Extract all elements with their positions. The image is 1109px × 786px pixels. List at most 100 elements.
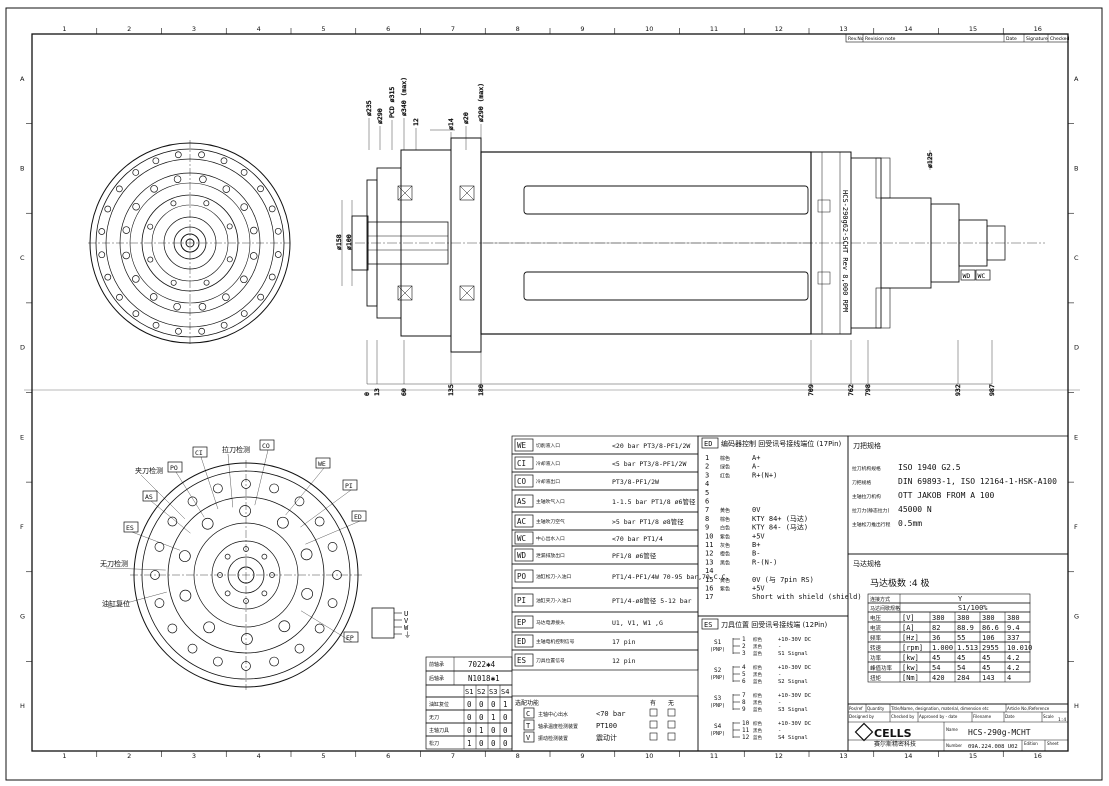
port-label: AS	[145, 493, 153, 501]
connection-desc: 油缸夹刀-入油口	[536, 597, 572, 604]
sensor-value: 0	[503, 739, 508, 748]
connection-spec: <70 bar PT1/4	[612, 535, 663, 543]
column-number: 16	[1034, 25, 1042, 33]
ed-pin-signal: +5V	[752, 532, 765, 540]
terminal-labels: U V W ⏚	[404, 610, 411, 639]
port-hole	[154, 598, 165, 608]
row-letter: A	[1074, 75, 1079, 83]
port-hole	[332, 570, 342, 580]
connection-code-box	[514, 653, 534, 667]
port-leader	[200, 456, 219, 510]
motor-title: 马达规格	[853, 559, 881, 568]
port-hole	[314, 516, 325, 527]
dimension-text: ø20	[462, 112, 470, 124]
bolt-hole	[240, 310, 248, 317]
connection-spec: >5 bar PT1/8 ø8管径	[612, 517, 684, 526]
motor-row	[867, 631, 1031, 643]
bolt-hole	[268, 205, 276, 213]
connection-spec: <20 bar PT3/8-PF1/2W	[612, 442, 690, 450]
port-hole	[243, 598, 249, 604]
option-label: 主轴中心出水	[538, 711, 568, 718]
connection-code-box	[514, 634, 534, 648]
column-number: 3	[192, 25, 196, 33]
bolt-hole	[220, 321, 228, 329]
bolt-hole	[149, 293, 158, 301]
es-pin-number: 4	[742, 664, 746, 671]
port-hole	[269, 656, 279, 667]
dimension-text: PCD ø315	[388, 87, 396, 118]
bolt-hole	[132, 202, 140, 211]
bearing-label: 前轴承	[429, 661, 444, 668]
number-label: Number	[946, 743, 962, 748]
bolt-hole	[104, 205, 112, 213]
motor-row-value: 88.9	[957, 624, 974, 632]
es-pin-color: 蓝色	[753, 706, 762, 713]
ed-pin-number: 15	[705, 576, 713, 584]
ed-pin-signal: A+	[752, 454, 760, 462]
options-col-have: 有	[650, 699, 656, 707]
motor-row-value: 420	[932, 674, 945, 682]
dimension-text: ø100	[345, 234, 353, 250]
motor-row	[867, 671, 1031, 683]
port-hole	[294, 496, 305, 507]
ed-pin-signal: 0V	[752, 506, 761, 514]
drawing-number: 09A.224.008 U02	[968, 744, 1018, 750]
connection-desc: 主轴吹气入口	[536, 498, 565, 505]
ed-pin-number: 5	[705, 489, 709, 497]
es-pin-color: 蓝色	[753, 650, 762, 657]
terminal-u: U	[404, 610, 408, 618]
port-hole	[301, 588, 313, 600]
motor-row-value: 45	[982, 654, 990, 662]
row-letter: E	[20, 433, 24, 441]
column-number: 2	[127, 752, 131, 760]
dimension-text: 12	[412, 118, 420, 126]
ed-pin-signal: KTY 84- (马达)	[752, 523, 808, 532]
bolt-hole	[249, 252, 258, 260]
motor-row-unit: [V]	[902, 614, 915, 622]
column-number: 8	[516, 752, 520, 760]
motor-row-unit: [kw]	[902, 654, 919, 662]
es-pin-signal: +10-30V DC	[778, 693, 811, 699]
row-letter: E	[1074, 433, 1078, 441]
connection-desc: 冷却液入口	[536, 460, 560, 467]
ed-pin-number: 3	[705, 471, 709, 479]
bolt-hole	[203, 279, 210, 286]
port-hole	[187, 496, 198, 507]
port-label: EP	[346, 634, 354, 642]
sensor-row-label: 松刀	[429, 740, 439, 747]
sensor-value: 0	[503, 726, 508, 735]
connection-code-box	[514, 548, 534, 562]
motor-poles: 马达极数 :4 极	[870, 577, 929, 589]
connection-code-box	[514, 615, 534, 629]
port-hole	[294, 643, 305, 654]
es-pin-color: 黑色	[753, 671, 762, 678]
es-pin-color: 蓝色	[753, 678, 762, 685]
connection-spec: <5 bar PT3/8-PF1/2W	[612, 460, 686, 468]
option-label: 振动检测装置	[538, 735, 568, 742]
scale-value: 1:4	[1058, 717, 1066, 723]
company-subtitle: 赛尔斯精密科技	[874, 740, 916, 748]
connection-desc: 切削液入口	[536, 442, 560, 449]
es-title: 刀具位置 回受讯号接线端 (12Pin)	[721, 620, 828, 629]
tag-wd: WD	[963, 272, 971, 280]
port-hole	[179, 550, 191, 562]
motor-row-value: 106	[982, 634, 995, 642]
column-number: 6	[386, 752, 390, 760]
dimension-text: ø290 (max)	[477, 83, 485, 122]
motor-row	[867, 651, 1031, 663]
ed-pin-color: 黄色	[720, 577, 730, 584]
title-field-label: Checked by	[891, 714, 915, 719]
ed-code: ED	[704, 440, 712, 448]
ed-pin-signal: +5V	[752, 585, 765, 593]
row-letter: D	[1074, 344, 1079, 352]
port-hole	[187, 643, 198, 654]
port-label: PI	[345, 482, 353, 490]
dimension-text: 60	[400, 388, 408, 396]
revision-header: Rev.No Revision note Date Signature Chec…	[845, 33, 1069, 43]
motor-row-value: 380	[957, 614, 970, 622]
connection-code: WD	[517, 551, 527, 560]
dimension-text: ø290	[376, 108, 384, 124]
port-label: 油缸复位	[102, 599, 130, 608]
